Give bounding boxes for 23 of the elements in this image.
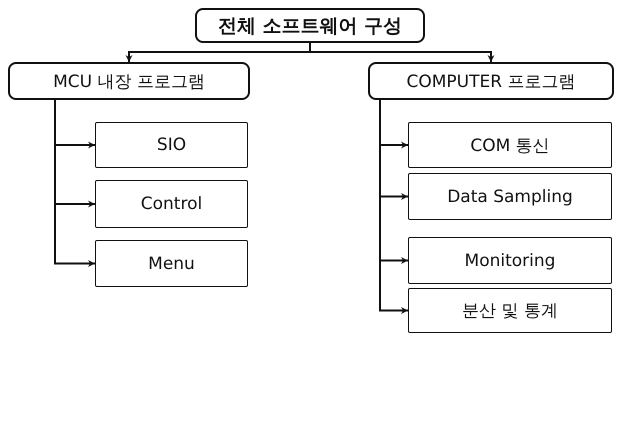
module-box [408,122,612,168]
module-box [408,173,612,220]
module-box [95,240,248,287]
module-box [408,288,612,333]
box-label: SIO [156,135,186,155]
box-label: Menu [148,254,195,274]
arrow [379,100,408,314]
root-box [195,8,425,43]
module-box [95,180,248,228]
program-box [8,62,250,100]
program-box [368,62,614,100]
module-box [95,122,248,168]
arrow [54,100,95,267]
box-label: 분산 및 통계 [462,300,558,322]
box-label: Data Sampling [447,186,573,206]
box-label: COM 통신 [470,134,550,156]
module-box [408,237,612,284]
box-label: COMPUTER 프로그램 [406,70,576,92]
box-label: Control [140,194,202,214]
box-label: 전체 소프트웨어 구성 [218,14,402,38]
arrow [309,43,494,62]
box-label: Monitoring [464,250,556,270]
box-label: MCU 내장 프로그램 [53,70,205,92]
